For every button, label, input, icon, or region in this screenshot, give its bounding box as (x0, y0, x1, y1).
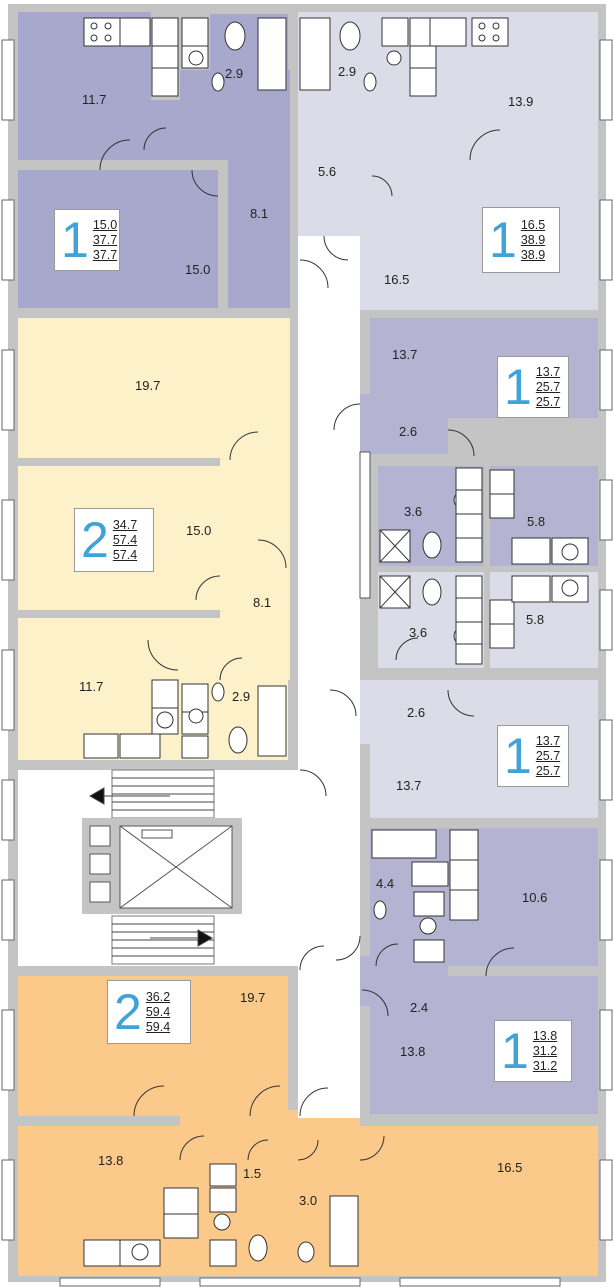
total-area: 25.7 (535, 748, 561, 763)
fixtures (83, 17, 589, 1267)
total-area-alt: 59.4 (145, 1019, 171, 1034)
corridor (298, 236, 360, 1118)
room-area-label: 3.0 (299, 1193, 318, 1208)
windows (1, 39, 613, 1287)
total-area-alt: 31.2 (532, 1058, 558, 1073)
room-area-label: 16.5 (497, 1160, 523, 1175)
room-count: 2 (114, 984, 142, 1040)
total-area-alt: 38.9 (520, 247, 546, 262)
apartment-badge[interactable]: 2 36.2 59.4 59.4 (107, 980, 191, 1044)
living-area: 36.2 (145, 989, 171, 1004)
total-area: 59.4 (145, 1004, 171, 1019)
stair-treads (88, 769, 215, 965)
total-area: 31.2 (532, 1043, 558, 1058)
room-area-label: 2.6 (407, 705, 426, 720)
room-area-label: 2.9 (338, 64, 357, 79)
living-area: 15.0 (92, 217, 118, 232)
room-count: 1 (489, 212, 517, 268)
apartment-badge[interactable]: 1 16.5 38.9 38.9 (482, 207, 560, 273)
room-area-label: 5.8 (526, 612, 545, 627)
room-area-label: 19.7 (240, 990, 266, 1005)
room-area-label: 3.6 (409, 625, 428, 640)
living-area: 16.5 (520, 217, 546, 232)
total-area: 37.7 (92, 232, 118, 247)
kitchen-counters (119, 17, 151, 47)
apartment-badge[interactable]: 1 15.0 37.7 37.7 (54, 209, 120, 271)
total-area: 38.9 (520, 232, 546, 247)
apartment-badge[interactable]: 1 13.7 25.7 25.7 (497, 725, 569, 787)
room-area-label: 15.0 (185, 262, 211, 277)
room-count: 1 (504, 359, 532, 415)
room-area-label: 15.0 (186, 523, 212, 538)
living-area: 13.7 (535, 733, 561, 748)
room-area-label: 2.9 (232, 689, 251, 704)
room-area-label: 5.8 (527, 514, 546, 529)
room-area-label: 13.7 (396, 778, 422, 793)
elevator (82, 818, 242, 914)
living-area: 34.7 (112, 517, 138, 532)
room-area-label: 11.7 (82, 92, 107, 107)
room-area-label: 13.8 (98, 1153, 124, 1168)
room-count: 1 (61, 212, 89, 268)
room-area-label: 16.5 (384, 272, 410, 287)
room-count: 2 (81, 512, 109, 568)
room-area-label: 10.6 (522, 890, 548, 905)
room-area-label: 19.7 (135, 378, 161, 393)
room-area-label: 8.1 (253, 595, 272, 610)
room-area-label: 2.4 (410, 1000, 429, 1015)
room-area-label: 2.6 (399, 424, 418, 439)
total-area-alt: 25.7 (535, 763, 561, 778)
room-area-label: 13.8 (400, 1044, 426, 1059)
room-area-label: 5.6 (318, 164, 337, 179)
total-area-alt: 57.4 (112, 547, 138, 562)
room-area-label: 4.4 (376, 876, 395, 891)
shaft (359, 451, 371, 599)
total-area: 25.7 (535, 379, 561, 394)
apartment-badge[interactable]: 1 13.7 25.7 25.7 (497, 356, 569, 418)
room-count: 1 (504, 728, 532, 784)
total-area-alt: 37.7 (92, 247, 118, 262)
room-count: 1 (501, 1023, 529, 1079)
room-area-label: 1.5 (243, 1166, 262, 1181)
living-area: 13.8 (532, 1028, 558, 1043)
door-swings (99, 127, 515, 1161)
room-area-label: 13.9 (508, 94, 534, 109)
room-area-label: 8.1 (250, 206, 269, 221)
apartment-badge[interactable]: 2 34.7 57.4 57.4 (74, 508, 154, 572)
room-area-label: 11.7 (79, 679, 104, 694)
living-area: 13.7 (535, 364, 561, 379)
room-area-label: 13.7 (392, 347, 418, 362)
total-area: 57.4 (112, 532, 138, 547)
apartment-badge[interactable]: 1 13.8 31.2 31.2 (494, 1020, 572, 1082)
room-area-label: 3.6 (404, 504, 423, 519)
room-area-label: 2.9 (225, 66, 244, 81)
total-area-alt: 25.7 (535, 394, 561, 409)
